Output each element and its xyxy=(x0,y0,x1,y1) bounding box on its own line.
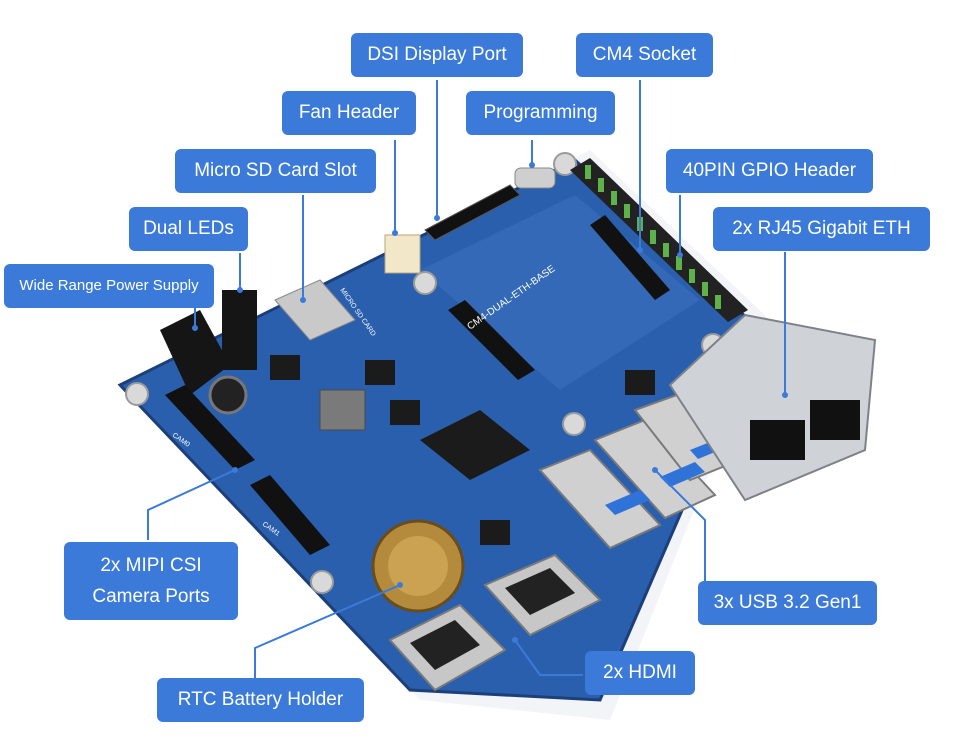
dsi-connector xyxy=(424,184,521,241)
dsi-display-port-label: DSI Display Port xyxy=(351,33,523,77)
rj45-block xyxy=(668,313,877,502)
power-supply-label: Wide Range Power Supply xyxy=(4,264,214,308)
gpio-header-label: 40PIN GPIO Header xyxy=(666,149,873,193)
rj45-label: 2x RJ45 Gigabit ETH xyxy=(713,207,930,251)
fan-header-part xyxy=(384,234,421,274)
dual-leds-label: Dual LEDs xyxy=(129,207,248,251)
micro-sd-slot-label: Micro SD Card Slot xyxy=(175,149,376,193)
mipi-csi-line1: 2x MIPI CSI xyxy=(100,555,202,576)
rtc-battery-label: RTC Battery Holder xyxy=(157,678,364,722)
hdmi-label: 2x HDMI xyxy=(585,651,695,695)
mipi-csi-label: 2x MIPI CSI Camera Ports xyxy=(64,542,238,620)
mipi-csi-line2: Camera Ports xyxy=(92,586,210,607)
programming-label: Programming xyxy=(466,91,615,135)
fan-header-label: Fan Header xyxy=(282,91,416,135)
usb-label: 3x USB 3.2 Gen1 xyxy=(698,581,877,625)
cm4-socket-label: CM4 Socket xyxy=(576,33,713,77)
